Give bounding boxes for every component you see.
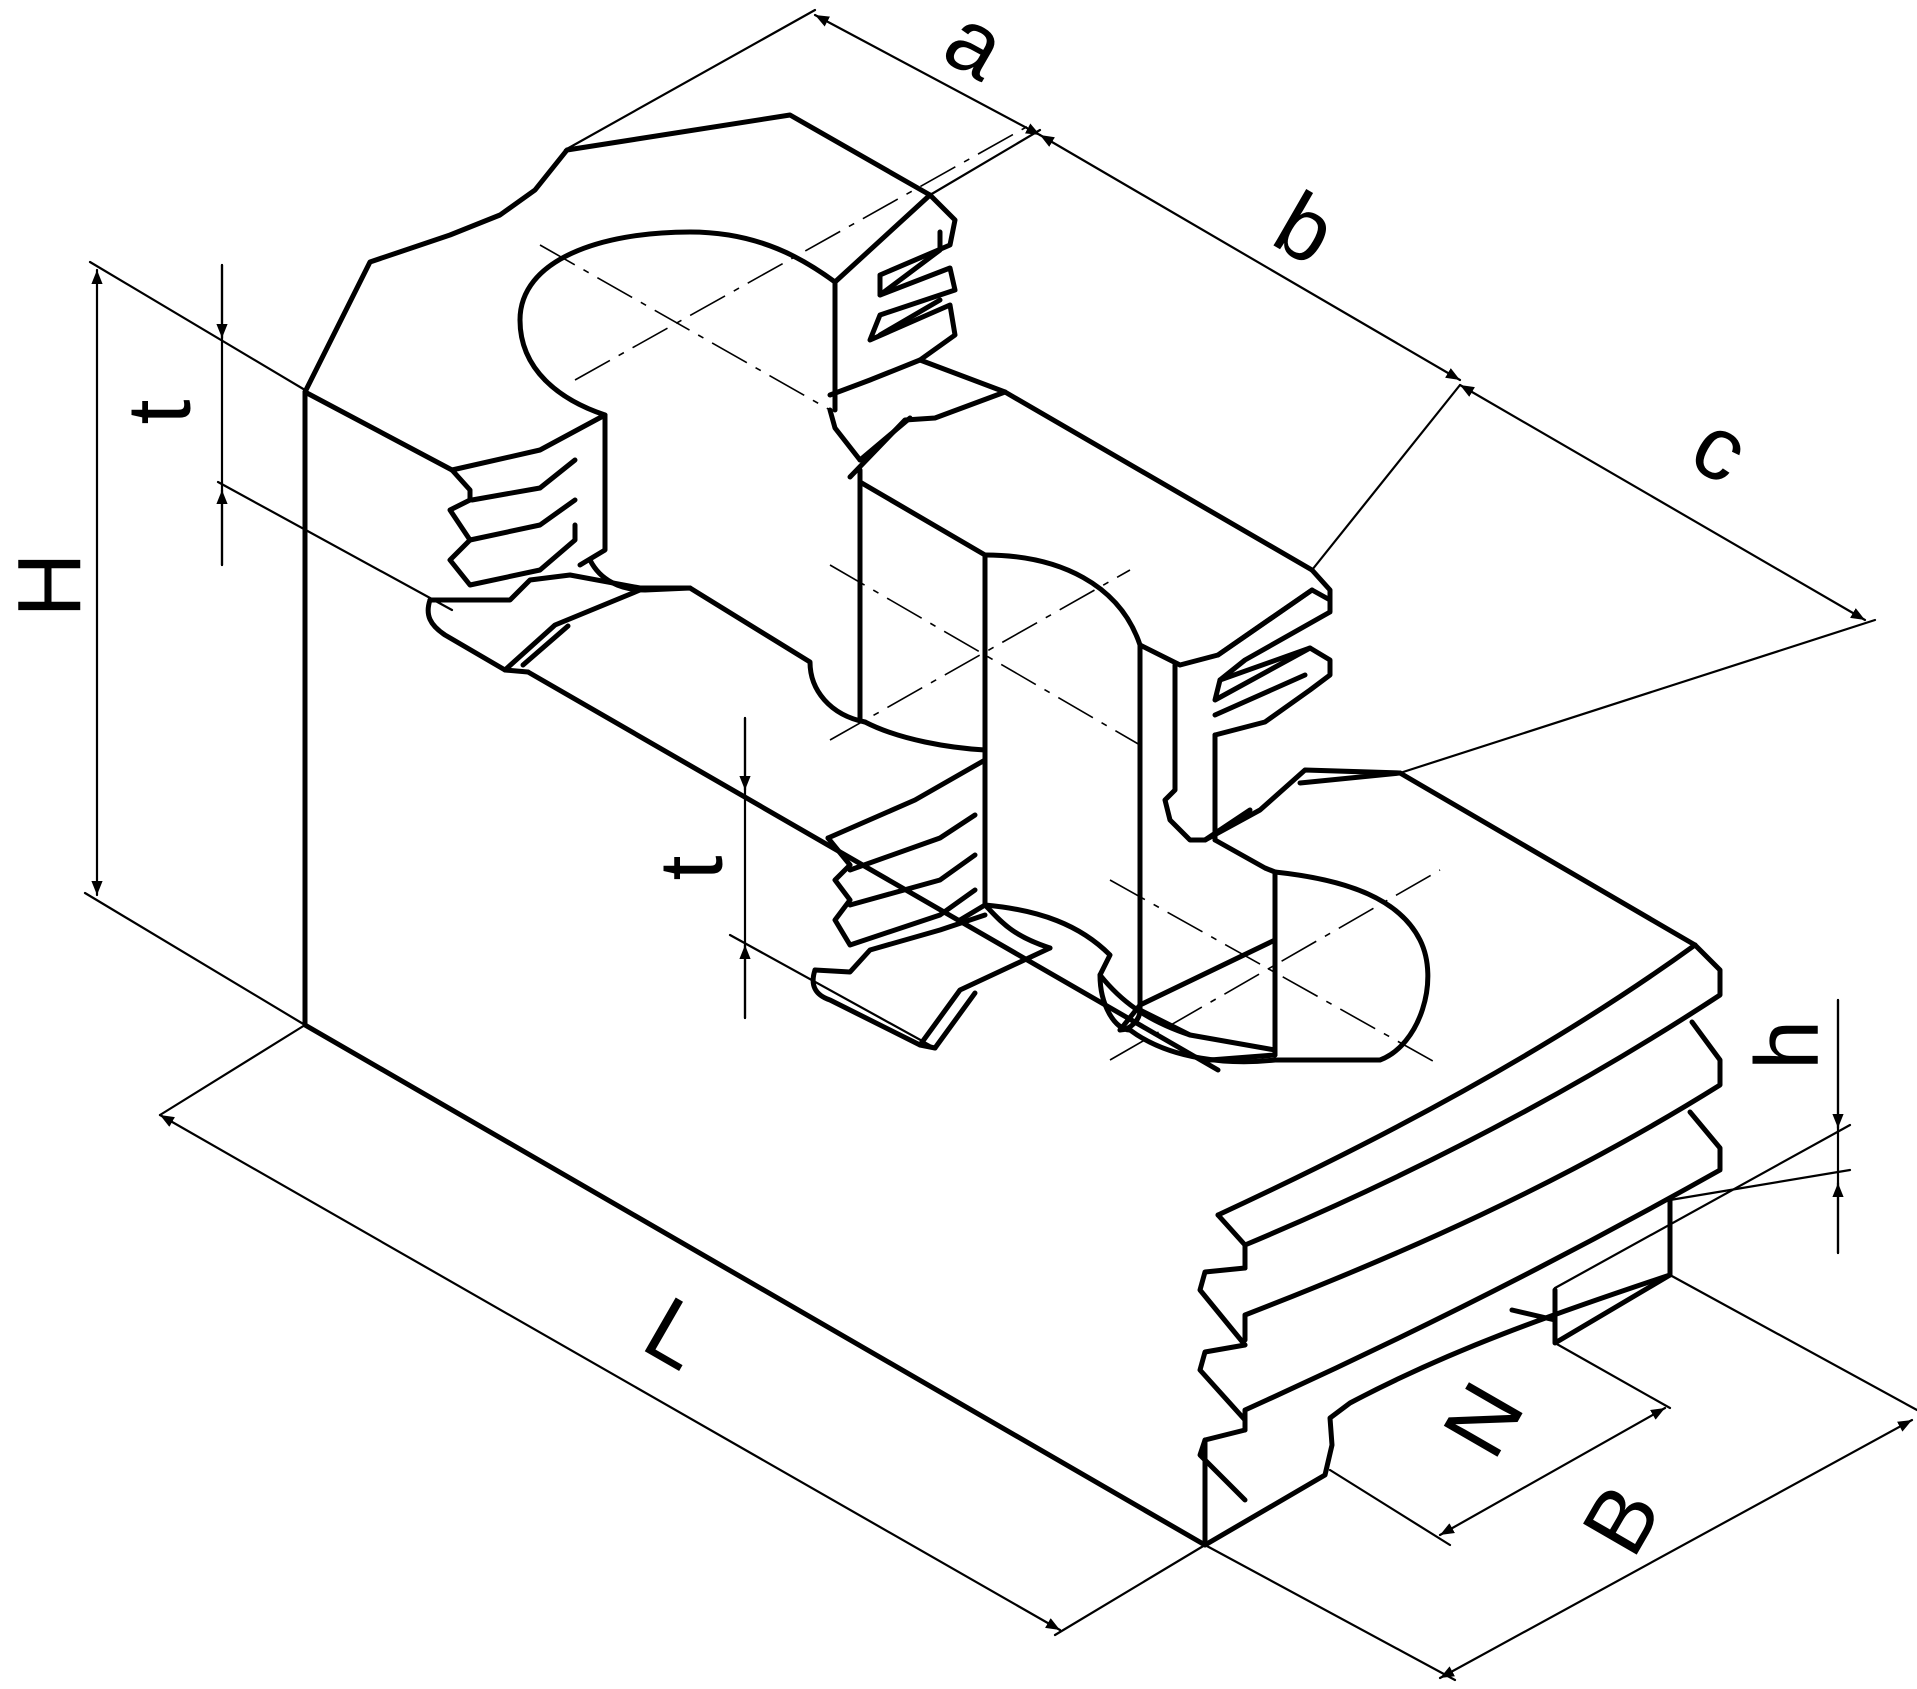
extension-lines — [83, 8, 1917, 1682]
center-lines — [539, 124, 1441, 1066]
dim-label-H: H — [0, 553, 100, 618]
dim-label-N: N — [1424, 1367, 1543, 1473]
dim-label-t-lower: t — [642, 855, 742, 880]
dim-label-h: h — [1738, 1020, 1838, 1070]
dimension-lines — [91, 13, 1914, 1680]
dim-label-L: L — [628, 1278, 721, 1390]
dimension-labels: a b c H t t L N B h — [0, 0, 1838, 1571]
jaw-body — [302, 112, 1723, 1548]
dim-label-a: a — [928, 0, 1022, 100]
dim-label-c: c — [1676, 394, 1765, 503]
dim-label-b: b — [1258, 173, 1351, 285]
dim-label-t-upper: t — [110, 399, 210, 424]
